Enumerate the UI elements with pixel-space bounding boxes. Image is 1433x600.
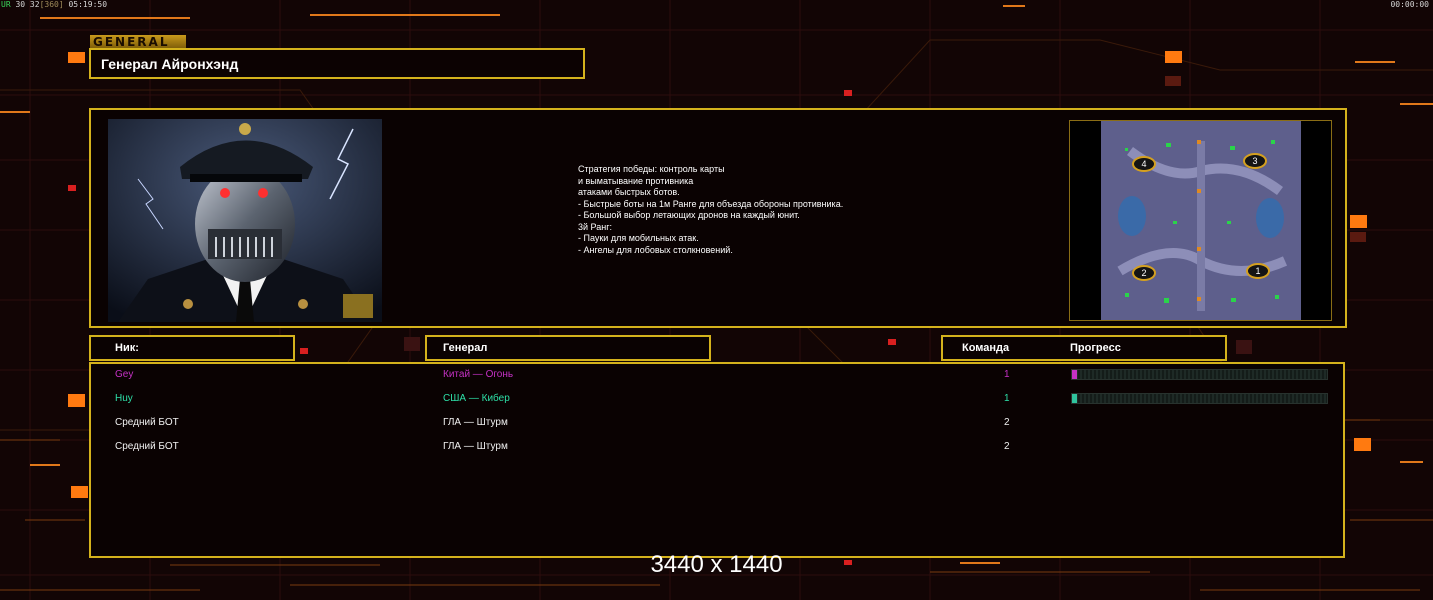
- description-line: атаками быстрых ботов.: [578, 187, 680, 197]
- players-list: Gey Китай — Огонь 1 Huy США — Кибер 1 Ср…: [89, 362, 1345, 558]
- description-line: Стратегия победы: контроль карты: [578, 164, 725, 174]
- player-progress-fill: [1072, 370, 1078, 379]
- team-header: Команда: [962, 342, 1010, 354]
- hud-timer: 00:00:00: [1390, 0, 1429, 9]
- map-preview[interactable]: 4 3 2 1: [1069, 120, 1332, 321]
- hud-bracket: [360]: [39, 0, 64, 9]
- team-progress-header-box: Команда Прогресс: [941, 335, 1227, 361]
- player-team: 2: [1004, 417, 1010, 428]
- progress-header: Прогресс: [1070, 342, 1121, 354]
- player-nick: Средний БОТ: [115, 441, 179, 452]
- player-row[interactable]: Gey Китай — Огонь 1: [91, 365, 1343, 387]
- hud-counts: 30 32: [15, 0, 40, 9]
- description-line: - Большой выбор летающих дронов на кажды…: [578, 210, 800, 220]
- player-team: 1: [1004, 369, 1010, 380]
- resolution-label: 3440 x 1440: [650, 551, 783, 578]
- player-team: 2: [1004, 441, 1010, 452]
- general-header-box: Генерал: [425, 335, 711, 361]
- general-header: Генерал: [443, 342, 488, 354]
- hud-status: UR: [1, 0, 11, 9]
- hud-stats: UR 30 32[360] 05:19:50: [1, 0, 107, 9]
- nick-header: Ник:: [115, 342, 139, 354]
- description-line: 3й Ранг:: [578, 221, 612, 232]
- player-progress-bar: [1071, 369, 1328, 380]
- player-progress-bar: [1071, 393, 1328, 404]
- player-team: 1: [1004, 393, 1010, 404]
- description-line: и выматывание противника: [578, 175, 694, 186]
- hud-clock: 05:19:50: [68, 0, 108, 9]
- player-general: ГЛА — Штурм: [443, 417, 508, 428]
- description-line: - Быстрые боты на 1м Ранге для объезда о…: [578, 198, 844, 209]
- player-nick: Huy: [115, 393, 133, 404]
- player-row[interactable]: Средний БОТ ГЛА — Штурм 2: [91, 437, 1343, 459]
- player-nick: Gey: [115, 369, 134, 380]
- description-line: - Пауки для мобильных атак.: [578, 233, 699, 243]
- player-general: Китай — Огонь: [443, 369, 514, 380]
- general-section-tag: GENERAL: [90, 35, 186, 49]
- start-position-label: 3: [1252, 156, 1257, 166]
- player-general: ГЛА — Штурм: [443, 441, 508, 452]
- player-row[interactable]: Средний БОТ ГЛА — Штурм 2: [91, 413, 1343, 435]
- general-info-panel: Стратегия победы: контроль карты и вымат…: [89, 108, 1347, 328]
- player-progress-fill: [1072, 394, 1078, 403]
- general-name: Генерал Айронхэнд: [101, 56, 239, 72]
- player-general: США — Кибер: [443, 393, 510, 404]
- player-row[interactable]: Huy США — Кибер 1: [91, 389, 1343, 411]
- nick-header-box: Ник:: [89, 335, 295, 361]
- start-position-label: 4: [1141, 159, 1146, 169]
- description-line: - Ангелы для лобовых столкновений.: [578, 244, 733, 255]
- general-title-box: Генерал Айронхэнд: [89, 48, 585, 79]
- general-description: Стратегия победы: контроль карты и вымат…: [578, 164, 843, 256]
- start-position-label: 1: [1255, 266, 1260, 276]
- general-portrait: [108, 119, 382, 322]
- player-nick: Средний БОТ: [115, 417, 179, 428]
- start-position-label: 2: [1141, 268, 1146, 278]
